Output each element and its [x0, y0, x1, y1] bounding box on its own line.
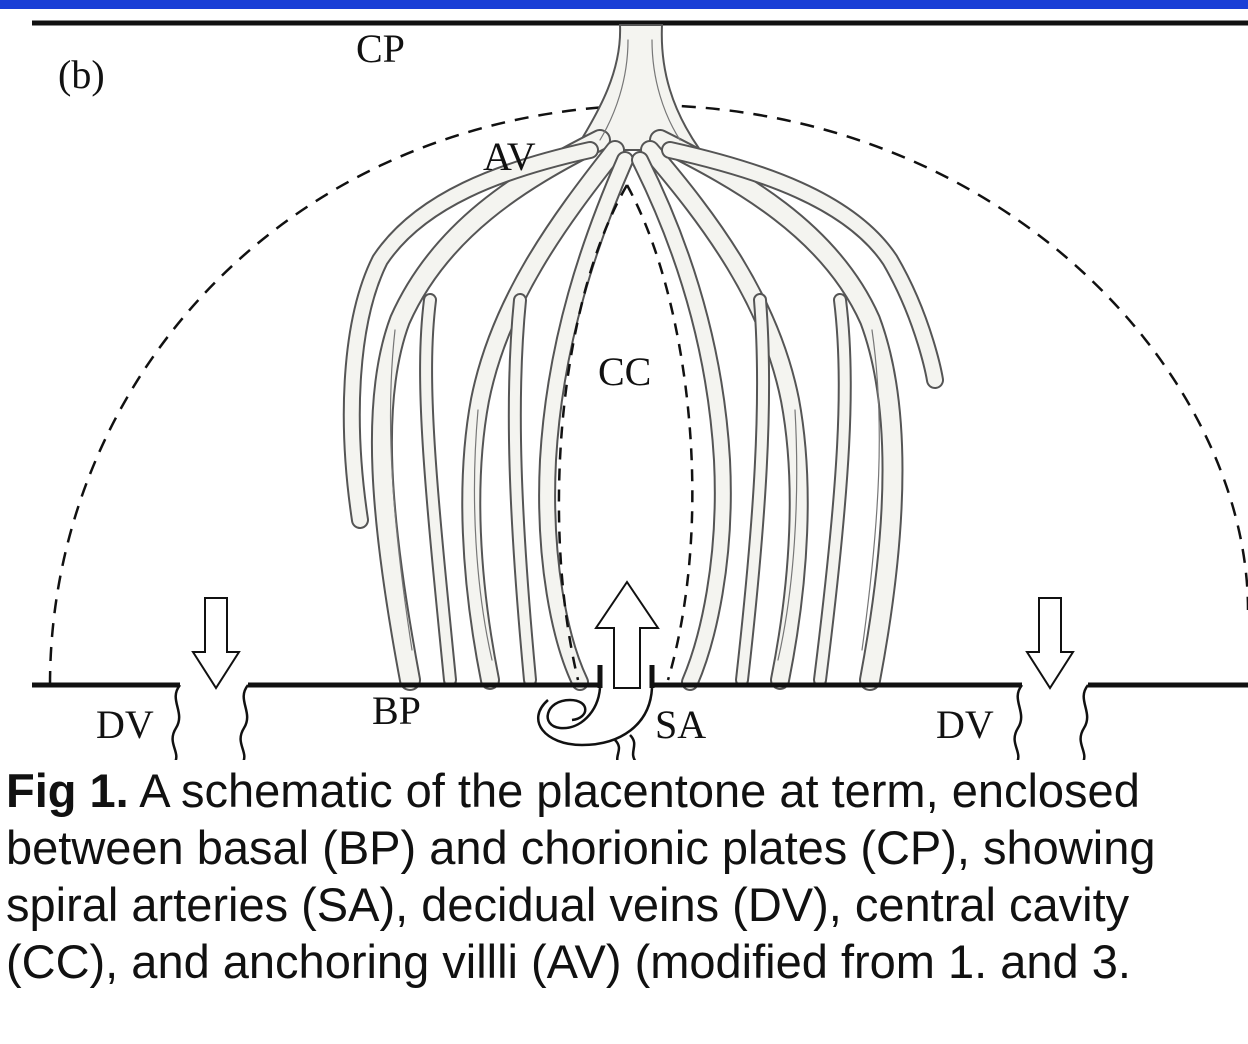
caption-figure-number: Fig 1. [6, 764, 129, 817]
spiral-artery [538, 688, 652, 760]
placentone-diagram: (b) CP AV CC BP SA DV DV [0, 0, 1248, 760]
figure-caption: Fig 1. A schematic of the placentone at … [6, 762, 1248, 990]
label-basal-plate: BP [372, 688, 421, 733]
label-central-cavity: CC [598, 349, 651, 394]
caption-line-1-text: A schematic of the placentone at term, e… [129, 764, 1140, 817]
label-anchoring-villi: AV [483, 134, 536, 179]
venous-outflow-arrow-left [193, 598, 239, 688]
caption-line-1: Fig 1. A schematic of the placentone at … [6, 762, 1248, 819]
label-decidual-vein-right: DV [936, 702, 994, 747]
label-decidual-vein-left: DV [96, 702, 154, 747]
label-chorionic-plate: CP [356, 26, 405, 71]
label-spiral-artery: SA [655, 702, 706, 747]
arterial-inflow-arrow [596, 582, 658, 688]
caption-line-4: (CC), and anchoring villli (AV) (modifie… [6, 933, 1248, 990]
panel-label: (b) [58, 52, 105, 97]
flow-arrows [193, 582, 1073, 688]
caption-line-2: between basal (BP) and chorionic plates … [6, 819, 1248, 876]
venous-outflow-arrow-right [1027, 598, 1073, 688]
caption-line-3: spiral arteries (SA), decidual veins (DV… [6, 876, 1248, 933]
